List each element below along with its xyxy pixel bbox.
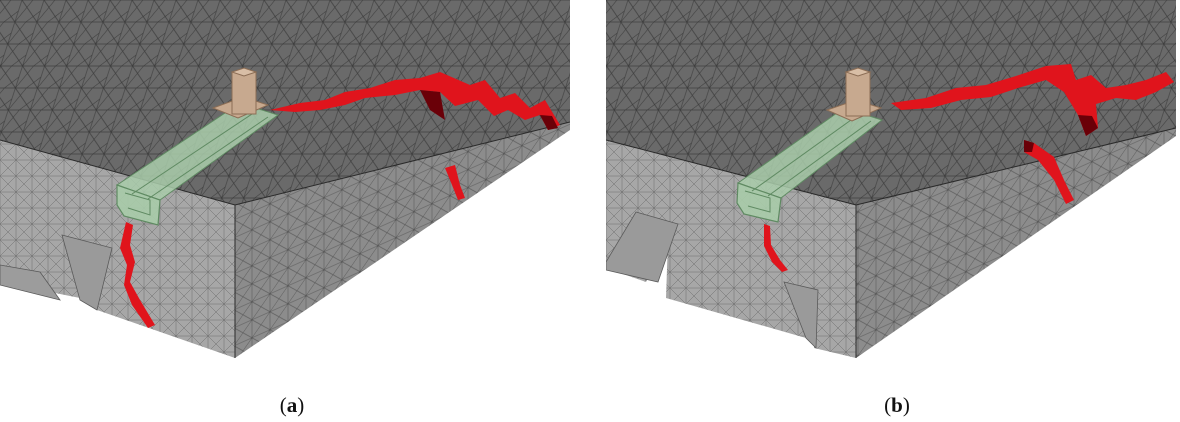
anchor-bolt — [231, 71, 257, 115]
crack-top — [891, 64, 1174, 136]
notch-left — [61, 234, 113, 311]
anchor-channel-rail — [131, 111, 256, 195]
crack-top-depth — [1078, 115, 1098, 136]
crack-side — [445, 165, 465, 200]
anchor-channel-lip — [124, 192, 151, 216]
notch-right — [783, 281, 819, 349]
anchor-channel-lip — [744, 190, 771, 213]
slab-side-face — [856, 128, 1176, 358]
anchor-bolt — [845, 71, 871, 117]
anchor-channel-rail — [751, 114, 859, 192]
caption-a: (a) — [279, 393, 305, 417]
panel-a — [0, 0, 570, 370]
crack-top — [270, 72, 560, 130]
crack-side-depth — [1024, 140, 1034, 152]
caption-b-letter: b — [891, 393, 903, 417]
slab-side-face — [235, 122, 570, 358]
crack-top-depth — [420, 90, 445, 120]
crack-front — [764, 224, 788, 272]
crack-side — [1024, 140, 1074, 204]
slab-top-face — [0, 0, 570, 205]
crack-top-depth-2 — [540, 115, 558, 130]
panel-b — [606, 0, 1176, 370]
slab-front-face — [0, 140, 235, 358]
caption-b: (b) — [884, 393, 910, 417]
crack-front — [120, 222, 155, 328]
anchor-bolt-top — [844, 67, 872, 77]
anchor-bolt-top — [230, 67, 258, 77]
caption-a-letter: a — [286, 393, 298, 417]
panel-a-render — [0, 0, 570, 358]
notch-left — [606, 211, 679, 283]
anchor-channel-rail-2 — [767, 120, 872, 197]
notch-left-inner — [0, 264, 61, 301]
slab-front-face — [606, 140, 856, 358]
panel-b-render — [606, 0, 1176, 358]
anchor-channel-rail-2 — [147, 116, 269, 200]
